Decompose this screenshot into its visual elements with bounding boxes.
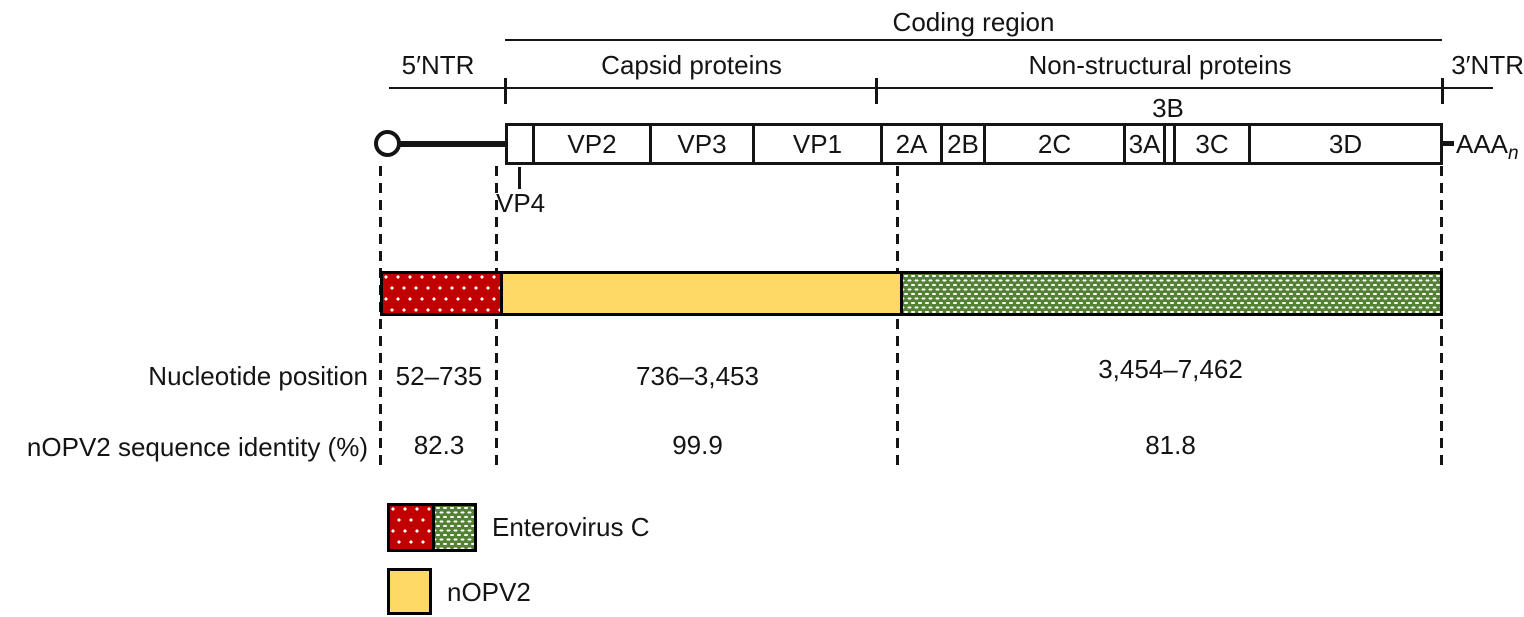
region-bracket-line (389, 87, 1493, 89)
sequence-identity-row-label: nOPV2 sequence identity (%) (26, 432, 368, 462)
segment-vp2: VP2 (532, 126, 649, 162)
nucleotide-position-nonstructural: 3,454–7,462 (1098, 354, 1243, 384)
region-label-5ntr: 5′NTR (401, 50, 475, 80)
dashed-guide-line-3 (896, 166, 899, 468)
sequence-identity-capsid: 99.9 (672, 430, 723, 460)
region-label-capsid-proteins: Capsid proteins (601, 50, 782, 80)
polya-label: AAAn (1456, 129, 1519, 164)
segment-2b: 2B (940, 126, 983, 162)
segment-vp3: VP3 (649, 126, 752, 162)
nucleotide-position-row-label: Nucleotide position (148, 361, 368, 391)
identity-bar (380, 271, 1443, 316)
segment-2c: 2C (983, 126, 1123, 162)
legend-swatch-green-half (432, 506, 474, 549)
nucleotide-position-5ntr: 52–735 (395, 361, 483, 391)
vp4-pointer-line (518, 167, 521, 189)
identity-bar-nonstructural-segment (900, 274, 1440, 313)
segment-vp1: VP1 (752, 126, 880, 162)
genome-box: VP2 VP3 VP1 2A 2B 2C 3A 3C 3D (505, 123, 1443, 165)
sequence-identity-5ntr: 82.3 (413, 430, 465, 460)
vpg-circle-icon (374, 130, 401, 157)
polya-tick-line (1443, 141, 1454, 146)
segment-vp4-callout: VP4 (496, 188, 546, 218)
segment-2a: 2A (880, 126, 940, 162)
coding-region-bracket-line (505, 39, 1442, 41)
segment-3b-callout: 3B (1152, 93, 1184, 123)
legend-swatch-red-half (390, 506, 432, 549)
5ntr-rna-line (399, 141, 505, 147)
identity-bar-5ntr-segment (383, 274, 500, 313)
bracket-tick-5ntr-capsid (504, 78, 507, 104)
region-label-3ntr: 3′NTR (1451, 50, 1524, 80)
legend-label-enterovirus-c: Enterovirus C (492, 512, 650, 542)
coding-region-label: Coding region (892, 7, 1055, 37)
segment-3a: 3A (1123, 126, 1163, 162)
dashed-guide-line-4 (1440, 166, 1443, 468)
region-label-nonstructural-proteins: Non-structural proteins (1028, 50, 1292, 80)
segment-3d: 3D (1248, 126, 1440, 162)
nucleotide-position-capsid: 736–3,453 (636, 361, 759, 391)
bracket-tick-nonstructural-3ntr (1441, 78, 1444, 104)
segment-3c: 3C (1173, 126, 1248, 162)
segment-3b (1163, 126, 1173, 162)
legend-swatch-nopv2 (387, 568, 432, 615)
sequence-identity-nonstructural: 81.8 (1145, 430, 1196, 460)
segment-vp4 (508, 126, 532, 162)
legend-swatch-enterovirus-c (387, 503, 477, 552)
dashed-guide-line-1 (379, 166, 382, 468)
dashed-guide-line-2 (495, 166, 498, 468)
legend-label-nopv2: nOPV2 (447, 577, 531, 607)
identity-bar-capsid-segment (500, 274, 900, 313)
bracket-tick-capsid-nonstructural (875, 78, 878, 104)
